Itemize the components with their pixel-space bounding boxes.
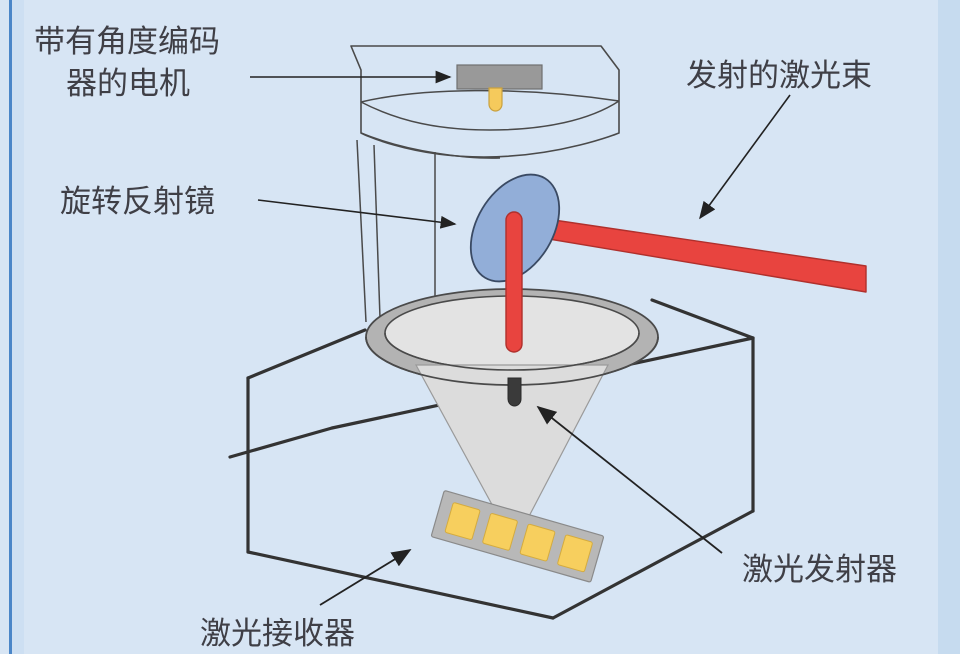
label-motor-line2: 器的电机 — [66, 66, 190, 102]
leader-line-laser-emitter — [536, 405, 723, 554]
leader-line-laser-receiver — [319, 549, 412, 606]
motor-housing-bottom-edge — [360, 132, 501, 159]
motor-housing-rim-edge — [360, 89, 620, 103]
support-column-left-b — [373, 144, 381, 319]
motor-housing — [350, 45, 620, 159]
support-column-left-a — [356, 139, 367, 323]
motor-housing-top-ellipse-edge — [360, 100, 620, 131]
label-laser-receiver: 激光接收器 — [200, 616, 355, 652]
label-emitted-laser-beam: 发射的激光束 — [686, 58, 872, 94]
receiver-cone — [414, 364, 609, 547]
leader-line-mirror — [257, 199, 457, 229]
label-rotating-mirror: 旋转反射镜 — [60, 184, 215, 220]
label-laser-emitter: 激光发射器 — [742, 552, 897, 588]
motor-shaft-pin — [488, 87, 503, 112]
motor-housing-body — [350, 45, 620, 158]
label-motor-line1: 带有角度编码 — [34, 24, 220, 60]
receiver-cell-2 — [482, 513, 518, 551]
receiver-cell-4 — [557, 534, 593, 573]
leader-line-emitted-beam — [699, 94, 791, 220]
base-box-edge-top-right — [650, 298, 755, 340]
support-columns — [356, 139, 436, 323]
motor-block — [456, 64, 543, 90]
base-box-edge-bottom-right — [551, 509, 755, 620]
laser-emitter-pin — [507, 377, 522, 407]
base-box-edge-bottom-left — [246, 550, 555, 620]
left-inner-gutter — [12, 0, 24, 654]
base-box-edge-top-left — [246, 328, 367, 380]
disc-front-arc-inner — [384, 332, 640, 371]
receiver-cell-3 — [519, 523, 556, 562]
receiver-cell-1 — [444, 502, 481, 540]
laser-receiver-board — [430, 490, 605, 583]
right-edge-strip — [938, 0, 960, 654]
left-border-line — [9, 0, 12, 654]
vertical-laser-beam — [505, 211, 523, 353]
base-box-edge-left-inner — [228, 426, 334, 459]
